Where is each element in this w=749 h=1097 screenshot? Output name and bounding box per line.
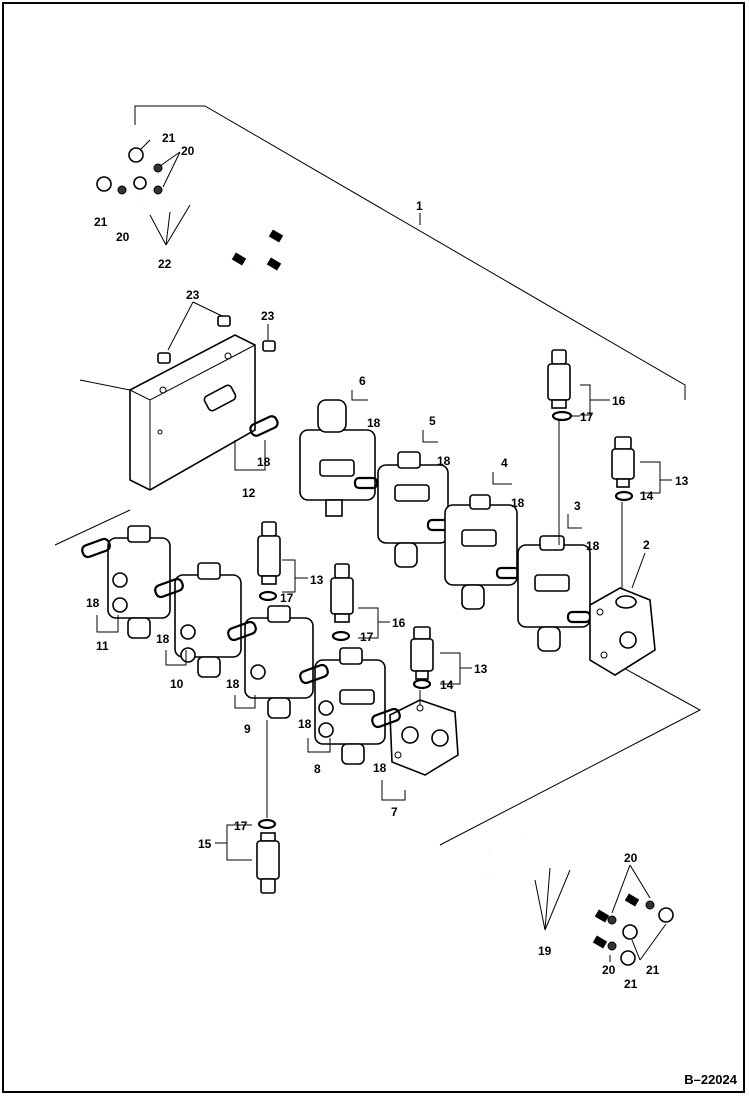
callout-16-mid: 16: [392, 616, 406, 630]
end-cover-block: [129, 334, 256, 491]
o-ring-s10: [154, 577, 184, 599]
o-ring-s6: [353, 476, 379, 490]
callout-20-upper-left: 20: [116, 230, 130, 244]
callout-5: 5: [429, 414, 436, 428]
callout-18-s7: 18: [373, 761, 387, 775]
callout-18-s11: 18: [86, 596, 100, 610]
callout-15: 15: [198, 837, 212, 851]
outlet-section: [389, 699, 459, 776]
callout-18-s10: 18: [156, 632, 170, 646]
callout-18-s4: 18: [511, 496, 525, 510]
callout-2: 2: [643, 538, 650, 552]
o-ring-17-mid2: [331, 630, 351, 642]
lower-tie-rods: [487, 833, 642, 949]
lower-nuts-washers: [607, 900, 674, 966]
callout-20-lower: 20: [624, 851, 638, 865]
callout-6: 6: [359, 374, 366, 388]
callout-18-s5: 18: [437, 454, 451, 468]
o-ring-s9: [227, 620, 257, 642]
callout-12: 12: [242, 486, 256, 500]
callout-1: 1: [416, 199, 423, 213]
valve-section-11: [107, 525, 171, 639]
callout-16-upper: 16: [612, 394, 626, 408]
valve-section-3: [517, 535, 591, 652]
o-ring-17-mid: [258, 590, 278, 602]
callout-21-upper-left: 21: [94, 215, 108, 229]
callout-21-lower-left: 21: [624, 977, 638, 991]
valve-section-6: [299, 399, 376, 517]
valve-section-9: [244, 605, 314, 719]
callout-18-s8: 18: [298, 717, 312, 731]
valve-section-8: [314, 647, 386, 765]
callout-10: 10: [170, 677, 184, 691]
callout-19: 19: [538, 944, 552, 958]
figure-code: B–22024: [684, 1072, 737, 1087]
o-ring-12: [249, 415, 279, 437]
callout-8: 8: [314, 762, 321, 776]
callout-17-mid2: 17: [360, 630, 374, 644]
port-plug-15: [256, 832, 280, 894]
callout-20-lower-left: 20: [602, 963, 616, 977]
o-ring-s7: [371, 707, 401, 729]
callout-13-mid: 13: [310, 573, 324, 587]
callout-20-upper: 20: [181, 144, 195, 158]
o-ring-s8: [299, 663, 329, 685]
callout-22: 22: [158, 257, 172, 271]
callout-21-lower: 21: [646, 963, 660, 977]
callout-18-s9: 18: [226, 677, 240, 691]
relief-valve-16-upper: [547, 349, 571, 409]
o-ring-17-upper: [551, 410, 573, 422]
callout-13-lower: 13: [474, 662, 488, 676]
callout-23-left: 23: [186, 288, 200, 302]
upper-tie-rods: [138, 176, 287, 272]
relief-valve-13-lower: [410, 626, 434, 680]
callout-9: 9: [244, 722, 251, 736]
callout-18-cover: 18: [257, 455, 271, 469]
o-ring-14-lower: [412, 678, 432, 690]
callout-14-lower: 14: [440, 678, 454, 692]
callout-17-mid: 17: [280, 591, 294, 605]
relief-valve-16-mid: [330, 563, 354, 623]
o-ring-s11: [81, 537, 111, 559]
relief-valve-13-upper: [611, 436, 635, 488]
callout-23-right: 23: [261, 309, 275, 323]
valve-section-10: [174, 562, 242, 678]
callout-17-lower: 17: [234, 819, 248, 833]
callout-21-upper: 21: [162, 131, 176, 145]
callout-3: 3: [574, 499, 581, 513]
callout-13-upper: 13: [675, 474, 689, 488]
callout-18-s3: 18: [586, 539, 600, 553]
callout-17-upper: 17: [580, 410, 594, 424]
valve-section-5: [377, 451, 449, 568]
assembly-bracket: [134, 105, 686, 400]
callout-18-s6: 18: [367, 416, 381, 430]
relief-valve-16-lower: [257, 521, 281, 585]
callout-4: 4: [501, 456, 508, 470]
callout-14-upper: 14: [640, 489, 654, 503]
o-ring-14-upper: [614, 490, 634, 502]
callout-11: 11: [96, 639, 109, 653]
callout-7: 7: [391, 805, 398, 819]
valve-section-4: [444, 494, 518, 610]
plugs: [157, 315, 276, 364]
inlet-section: [589, 587, 656, 676]
o-ring-17-lower: [257, 818, 277, 830]
upper-nuts-washers: [96, 147, 163, 195]
